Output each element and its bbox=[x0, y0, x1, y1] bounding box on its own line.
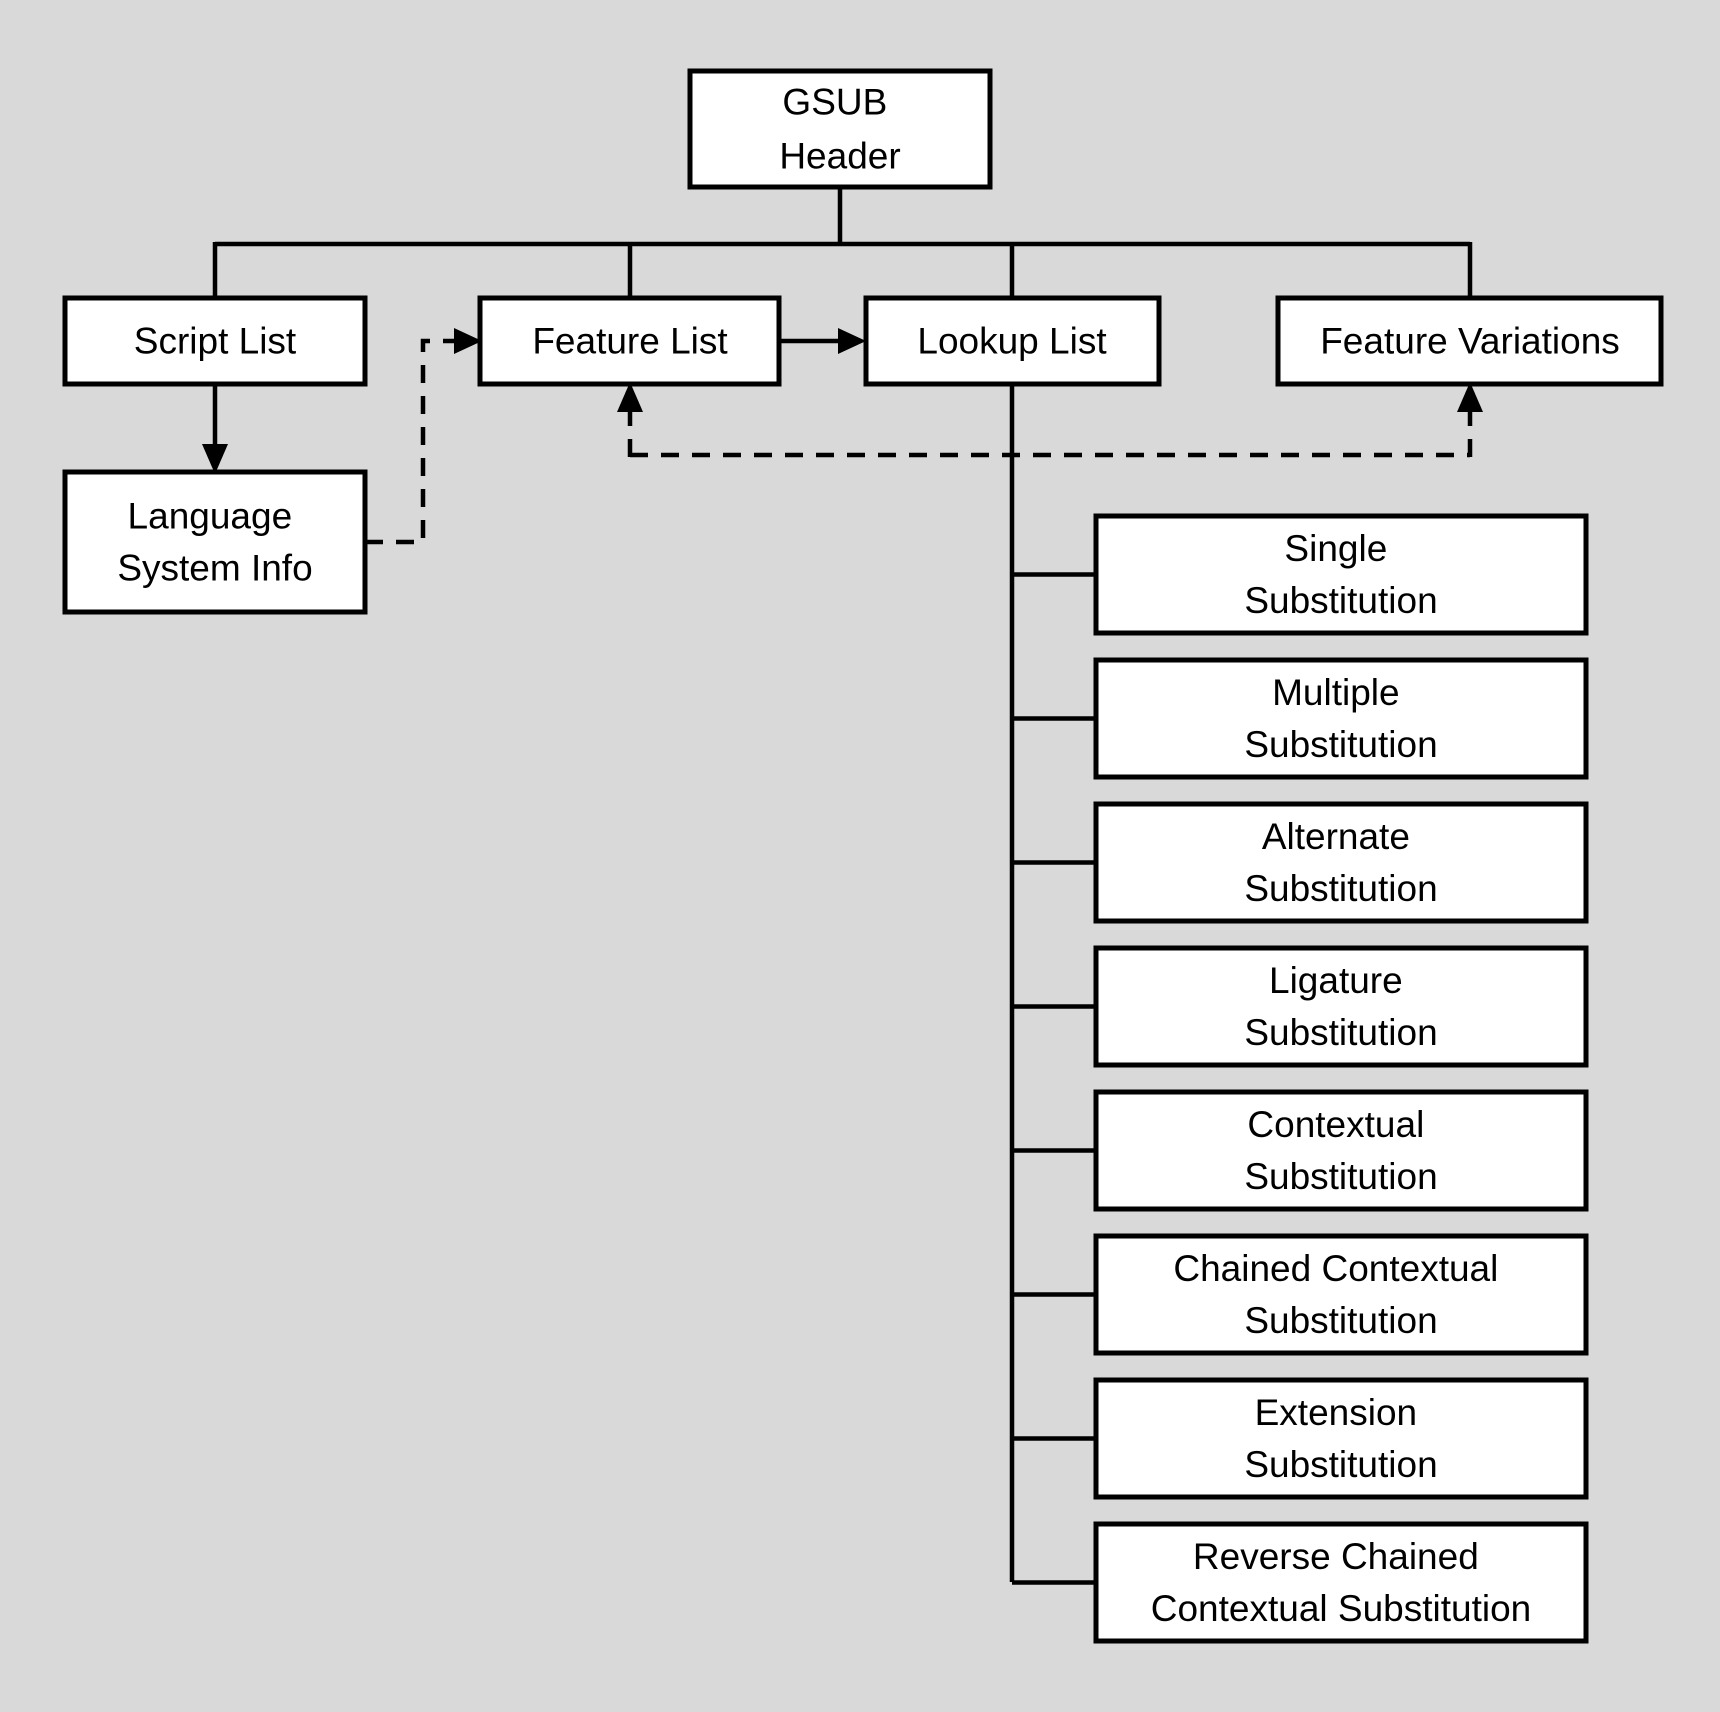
node-alternate-substitution: Alternate Substitution bbox=[1093, 801, 1589, 924]
extension-substitution-box bbox=[1093, 1377, 1589, 1500]
extension-substitution-label: Extension Substitution bbox=[1244, 1380, 1437, 1486]
node-feature-variations: Feature Variations bbox=[1275, 295, 1664, 387]
contextual-substitution-box bbox=[1093, 1089, 1589, 1212]
feature-variations-box bbox=[1275, 295, 1664, 387]
lookup-list-box bbox=[863, 295, 1162, 387]
script-list-label: Script List bbox=[134, 321, 297, 362]
script-list-box bbox=[62, 295, 368, 387]
arrowhead-right-lookuplist bbox=[838, 328, 866, 354]
dashed-connectors bbox=[365, 328, 1483, 545]
arrowhead-down-langsys bbox=[202, 444, 228, 474]
node-language-system-info: Language System Info bbox=[62, 469, 368, 615]
chained-contextual-substitution-label: Chained Contextual Substitution bbox=[1173, 1236, 1508, 1342]
contextual-substitution-label: Contextual Substitution bbox=[1244, 1092, 1437, 1198]
node-reverse-chained-contextual-substitution: Reverse Chained Contextual Substitution bbox=[1093, 1521, 1589, 1644]
arrowhead-up-featurevariations bbox=[1457, 382, 1483, 412]
ligature-substitution-box bbox=[1093, 945, 1589, 1068]
arrowhead-right-featurelist bbox=[454, 328, 482, 354]
feature-variations-label: Feature Variations bbox=[1320, 321, 1620, 362]
edge-langsys-featurelist bbox=[365, 338, 455, 545]
multiple-substitution-label: Multiple Substitution bbox=[1244, 660, 1437, 766]
lookup-list-label: Lookup List bbox=[917, 321, 1107, 362]
node-contextual-substitution: Contextual Substitution bbox=[1093, 1089, 1589, 1212]
multiple-substitution-box bbox=[1093, 657, 1589, 780]
solid-connectors bbox=[202, 186, 1473, 1585]
reverse-chained-contextual-substitution-box bbox=[1093, 1521, 1589, 1644]
node-script-list: Script List bbox=[62, 295, 368, 387]
feature-list-box bbox=[477, 295, 782, 387]
node-chained-contextual-substitution: Chained Contextual Substitution bbox=[1093, 1233, 1589, 1356]
feature-list-label: Feature List bbox=[532, 321, 728, 362]
arrowhead-up-featurelist bbox=[617, 382, 643, 412]
gsub-header-box bbox=[687, 68, 993, 190]
node-ligature-substitution: Ligature Substitution bbox=[1093, 945, 1589, 1068]
alternate-substitution-label: Alternate Substitution bbox=[1244, 804, 1437, 910]
gsub-header-label: GSUB Header bbox=[779, 69, 900, 177]
reverse-chained-contextual-substitution-label: Reverse Chained Contextual Substitution bbox=[1151, 1524, 1532, 1630]
single-substitution-box bbox=[1093, 513, 1589, 636]
node-feature-list: Feature List bbox=[477, 295, 782, 387]
node-multiple-substitution: Multiple Substitution bbox=[1093, 657, 1589, 780]
language-system-info-label: Language System Info bbox=[117, 483, 312, 589]
node-extension-substitution: Extension Substitution bbox=[1093, 1377, 1589, 1500]
node-single-substitution: Single Substitution bbox=[1093, 513, 1589, 636]
ligature-substitution-label: Ligature Substitution bbox=[1244, 948, 1437, 1054]
node-lookup-list: Lookup List bbox=[863, 295, 1162, 387]
single-substitution-label: Single Substitution bbox=[1244, 516, 1437, 622]
alternate-substitution-box bbox=[1093, 801, 1589, 924]
language-system-info-box bbox=[62, 469, 368, 615]
node-gsub-header: GSUB Header bbox=[687, 68, 993, 190]
chained-contextual-substitution-box bbox=[1093, 1233, 1589, 1356]
